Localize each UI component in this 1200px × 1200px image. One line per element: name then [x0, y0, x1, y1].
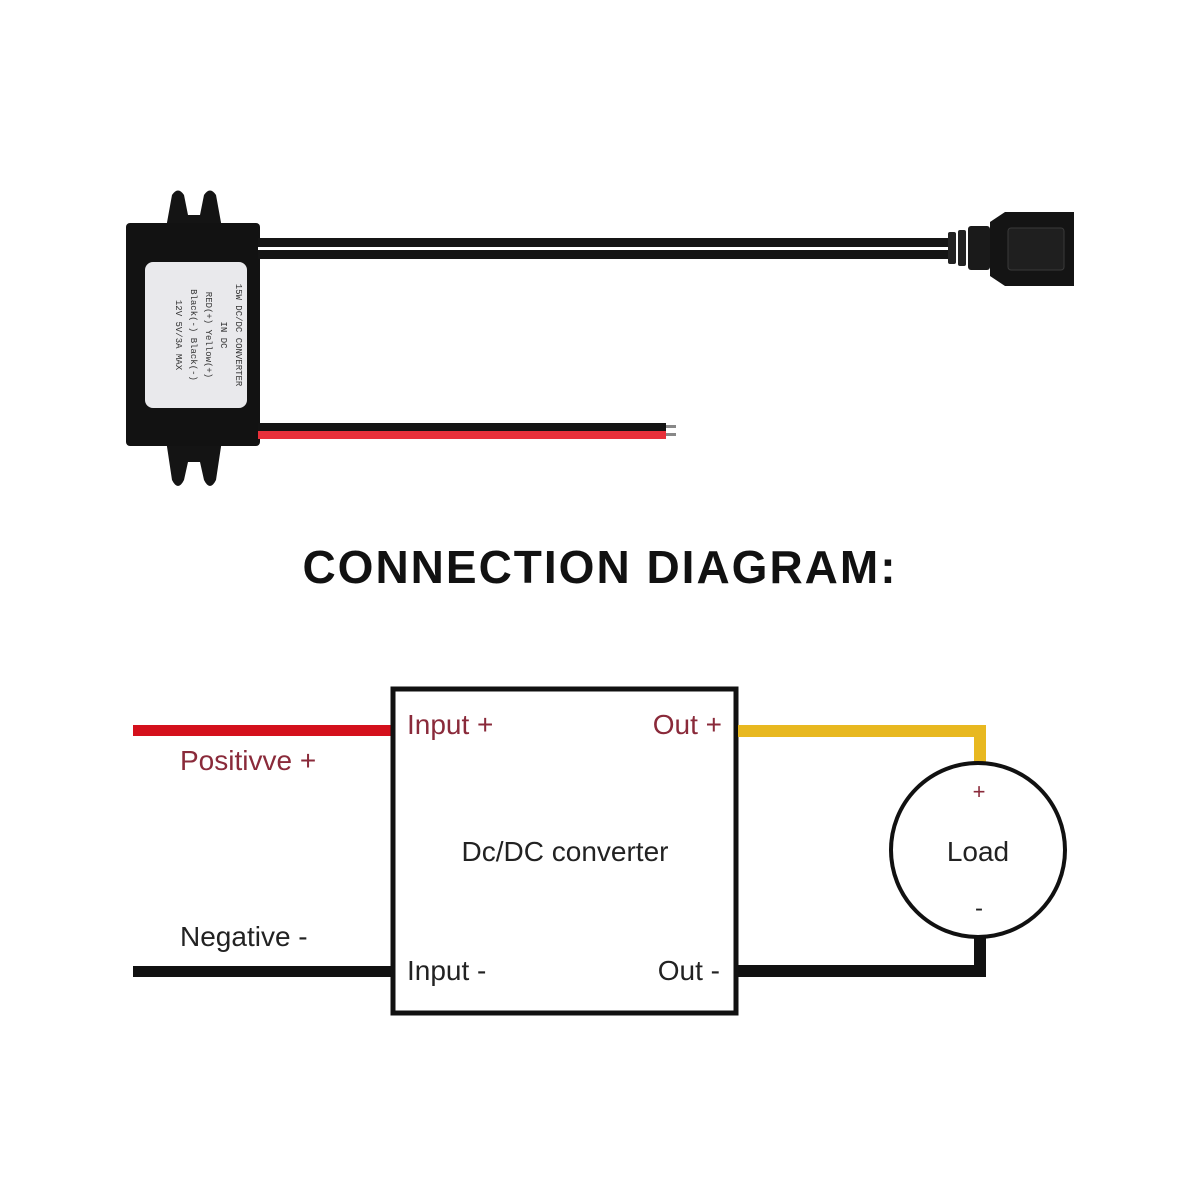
- label-line-3: RED(+) Yellow(+): [203, 292, 213, 378]
- module-label: [145, 262, 247, 408]
- connection-diagram: Input + Input - Out + Out - Dc/DC conver…: [133, 686, 1067, 1016]
- output-positive-wire: [738, 725, 986, 764]
- positive-label: Positivve +: [180, 745, 316, 776]
- mounting-ear-top: [166, 190, 222, 228]
- converter-module: 15W DC/DC CONVERTER IN DC RED(+) Yellow(…: [126, 190, 260, 486]
- input-plus-label: Input +: [407, 709, 493, 740]
- mounting-ear-bottom: [166, 440, 222, 486]
- label-line-4: Black(-) Black(-): [188, 289, 198, 381]
- usb-output-cable: [258, 238, 948, 259]
- negative-wire: [133, 966, 393, 977]
- negative-label: Negative -: [180, 921, 308, 952]
- input-minus-label: Input -: [407, 955, 486, 986]
- load-circle: [889, 761, 1067, 939]
- positive-wire: [133, 725, 393, 736]
- out-minus-label: Out -: [658, 955, 720, 986]
- output-negative-wire: [738, 936, 986, 977]
- load-minus-label: -: [975, 895, 983, 922]
- load-plus-label: +: [973, 779, 986, 804]
- converter-label: Dc/DC converter: [462, 836, 669, 867]
- label-line-1: 15W DC/DC CONVERTER: [233, 284, 243, 387]
- out-plus-label: Out +: [653, 709, 722, 740]
- load-label: Load: [947, 836, 1009, 867]
- label-line-5: 12V 5V/3A MAX: [173, 300, 183, 371]
- usb-connector: [948, 212, 1074, 286]
- diagram-title: CONNECTION DIAGRAM:: [302, 541, 898, 593]
- converter-box: [390, 686, 739, 1016]
- label-line-2: IN DC: [218, 321, 228, 349]
- input-wire-pair: [258, 423, 676, 439]
